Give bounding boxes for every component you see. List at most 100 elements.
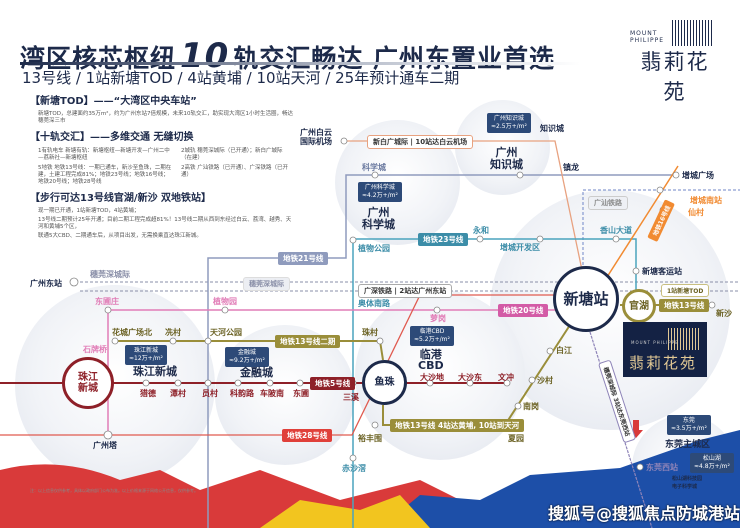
tag-line-23: 地铁23号线 xyxy=(418,233,469,246)
station-label[interactable]: 新塘客运站 xyxy=(642,267,682,276)
station-label[interactable]: 科学城 xyxy=(362,163,386,172)
tag-line-13: 地铁13号线 xyxy=(659,299,710,312)
station-label[interactable]: 白江 xyxy=(556,346,572,355)
line-16 xyxy=(599,165,679,289)
station-label[interactable]: 香山大道 xyxy=(600,226,632,235)
station-label[interactable]: 科韵路 xyxy=(230,389,254,398)
station-label[interactable]: 裕丰围 xyxy=(358,434,382,443)
station-label[interactable]: 新沙 xyxy=(716,309,732,318)
logo-bars-icon xyxy=(672,20,712,46)
station-label[interactable]: 萝岗 xyxy=(430,314,446,323)
station-label[interactable]: 冼村 xyxy=(165,328,181,337)
line-21 xyxy=(207,174,676,528)
station-label[interactable]: 广州白云 国际机场 xyxy=(300,128,332,146)
station-label[interactable]: 植物公园 xyxy=(358,244,390,253)
price-badge-zjxc: 珠江新城≈12万+/m² xyxy=(125,345,167,365)
area-label-lgcbd: 临港 CBD xyxy=(418,348,444,372)
station-label[interactable]: 仙村 xyxy=(688,208,704,217)
station-label[interactable]: 珠村 xyxy=(362,328,378,337)
station-label[interactable]: 穗莞深城际 xyxy=(90,270,130,279)
station-label[interactable]: 三溪 xyxy=(343,393,359,402)
station-label[interactable]: 员村 xyxy=(202,389,218,398)
note-tod: 1站新塘TOD xyxy=(661,284,710,297)
hub-xintang[interactable]: 新塘站 xyxy=(553,266,619,332)
area-circle-zjxc xyxy=(15,285,215,485)
station-label[interactable]: 东莞西站 xyxy=(646,463,678,472)
area-label-zjxc: 珠江新城 xyxy=(133,365,177,378)
area-label-jrc: 金融城 xyxy=(240,366,273,379)
tag-line-5: 地铁5号线 xyxy=(310,377,356,390)
watermark: 搜狐号@搜狐焦点防城港站 xyxy=(548,504,740,523)
station-label[interactable]: 植物园 xyxy=(213,297,237,306)
section-text: 2高铁 广汕铁路（已开通）、广深铁路（已开通） xyxy=(181,165,288,178)
station-label[interactable]: 石牌桥 xyxy=(83,345,107,354)
station-label[interactable]: 增城广场 xyxy=(682,171,714,180)
station-label[interactable]: 松山湖科技园 xyxy=(672,476,703,482)
brand-en: MOUNT PHILIPPE xyxy=(630,30,665,44)
title-underline xyxy=(20,62,580,65)
tag-line-13-note: 地铁13号线 4站达黄埔, 10站到天河 xyxy=(390,419,525,432)
bottom-art-blue xyxy=(380,430,740,528)
station-label[interactable]: 南岗 xyxy=(523,402,539,411)
station-label[interactable]: 广州塔 xyxy=(93,441,117,450)
station-label[interactable]: 猎德 xyxy=(140,389,156,398)
station-label[interactable]: 花城广场北 xyxy=(112,328,152,337)
station-label[interactable]: 车陂南 xyxy=(260,389,284,398)
station-label[interactable]: 增城开发区 xyxy=(500,243,540,252)
station-label[interactable]: 沙村 xyxy=(537,376,553,385)
note-airport: 新白广城际 | 10站达白云机场 xyxy=(367,135,474,149)
section-text: 新塘TOD，总建面约35万m²，约为广州东站7倍规模，未来10轨交汇，助实现大湾… xyxy=(38,111,293,124)
logo-en: MOUNT PHILIPPE xyxy=(631,340,679,345)
station-label[interactable]: 大沙地 xyxy=(420,373,444,382)
station-label[interactable]: 镇龙 xyxy=(563,163,579,172)
station-label[interactable]: 赤沙滘 xyxy=(342,464,366,473)
section-text: 1有轨电车 新塘有轨：新塘枢纽—新塘开发—广州二中—荔新社—新塘枢纽 xyxy=(38,148,170,161)
bottom-art-yellow xyxy=(260,495,430,528)
tag-line-13b: 地铁13号线二期 xyxy=(275,335,341,348)
section-heading: 【十轨交汇】——多维交通 无缝切换 xyxy=(30,132,194,143)
title-part: 轨交汇畅达 广州东置业首选 xyxy=(233,44,556,73)
station-label[interactable]: 天河公园 xyxy=(210,328,242,337)
station-label[interactable]: 东圃 xyxy=(293,389,309,398)
rail-guangshan xyxy=(582,189,740,290)
station-label[interactable]: 知识城 xyxy=(540,124,564,133)
note-guangshan: 广汕铁路 xyxy=(588,196,628,210)
note-guangshen: 广深铁路 | 2站达广州东站 xyxy=(358,284,453,298)
section-heading: 【新塘TOD】——“大湾区中央车站” xyxy=(30,96,197,107)
station-label[interactable]: 东圃庄 xyxy=(95,297,119,306)
logo-bars-icon xyxy=(668,328,700,350)
logo-cn: 翡莉花苑 xyxy=(629,354,698,372)
section-text: 2城轨 穗莞深城际（已开通）；新白广城际（在建） xyxy=(181,148,283,161)
section-text: 13号线二期预计25年开通；目前二期工程完成超81%！13号线二期从西到东经过白… xyxy=(38,217,292,230)
area-label-dg: 东莞主城区 xyxy=(665,440,711,450)
hub-zjxc[interactable]: 珠江 新城 xyxy=(62,357,114,409)
station-label[interactable]: 电子科学城 xyxy=(672,484,698,490)
station-label[interactable]: 增城南站 xyxy=(690,196,722,205)
station-label[interactable]: 潭村 xyxy=(170,389,186,398)
hub-yuzhu[interactable]: 鱼珠 xyxy=(362,360,407,405)
title-part: 湾区核芯枢纽 xyxy=(20,44,177,73)
tag-line-21: 地铁21号线 xyxy=(278,252,329,265)
price-badge-zsc: 广州知识城≈2.5万+/m² xyxy=(487,113,531,133)
price-badge-dg: 东莞≈3.5万+/m² xyxy=(667,415,711,435)
station-label[interactable]: 文冲 xyxy=(498,373,514,382)
station-label[interactable]: 广州东站 xyxy=(30,279,62,288)
station-label[interactable]: 大沙东 xyxy=(458,373,482,382)
tag-line-20: 地铁20号线 xyxy=(498,304,549,317)
area-label-zsc: 广州 知识城 xyxy=(490,146,523,172)
station-label[interactable]: 奥体南路 xyxy=(358,299,390,308)
price-badge-ssh: 松山湖≈4.8万+/m² xyxy=(690,453,734,473)
section-text: 5地铁 地铁13号线：一期已通车，新沙至鱼珠，二期在建，土建工程完成81%；地铁… xyxy=(38,165,172,185)
section-text: 联通5大CBD、二期通车后，从项目出发，无需换乘直达珠江新城。 xyxy=(38,233,202,239)
note-suiguanshen: 穗莞深城际 xyxy=(243,277,290,291)
hub-guanhu[interactable]: 官湖 xyxy=(622,289,656,323)
footnote: 注：以上信息仅供参考，具体以政府部门公布为准。以上价格来源于网络公开信息，仅供参… xyxy=(30,488,198,493)
station-label[interactable]: 夏园 xyxy=(508,434,524,443)
station-label[interactable]: 永和 xyxy=(473,226,489,235)
project-logo-box: MOUNT PHILIPPE 翡莉花苑 xyxy=(623,322,707,377)
title-number: 10 xyxy=(180,36,230,76)
station-markers xyxy=(69,137,716,471)
section-heading: 【步行可达13号线官湖/新沙 双地铁站】 xyxy=(30,193,212,204)
